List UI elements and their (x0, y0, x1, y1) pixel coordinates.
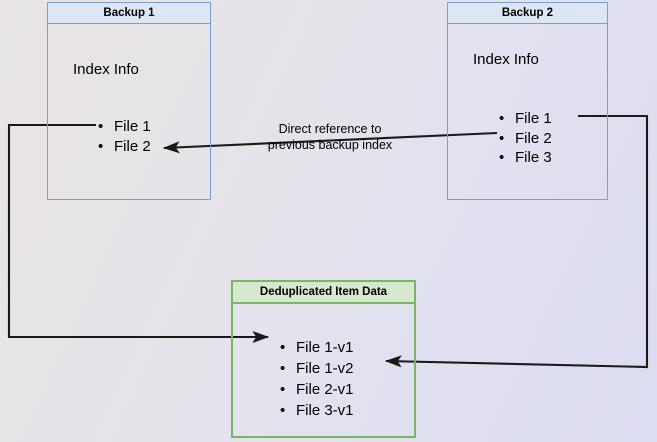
direct-reference-note-line2: previous backup index (267, 137, 393, 152)
list-item[interactable]: File 2 (98, 137, 151, 157)
list-item[interactable]: File 1-v1 (280, 337, 354, 358)
deduplicated-item-list: File 1-v1 File 1-v2 File 2-v1 File 3-v1 (280, 337, 354, 421)
backup-1-file-list: File 1 File 2 (98, 117, 151, 156)
deduplicated-item-data-header: Deduplicated Item Data (233, 282, 414, 304)
list-item[interactable]: File 2-v1 (280, 379, 354, 400)
list-item[interactable]: File 3-v1 (280, 400, 354, 421)
list-item[interactable]: File 3 (499, 148, 552, 168)
backup-1-box[interactable]: Backup 1 Index Info File 1 File 2 (47, 2, 211, 200)
backup-2-box[interactable]: Backup 2 Index Info File 1 File 2 File 3 (447, 2, 608, 200)
backup-2-header: Backup 2 (448, 3, 607, 24)
list-item[interactable]: File 2 (499, 129, 552, 149)
backup-2-file-list: File 1 File 2 File 3 (499, 109, 552, 168)
list-item[interactable]: File 1-v2 (280, 358, 354, 379)
backup-2-index-label: Index Info (473, 51, 539, 68)
backup-1-index-label: Index Info (73, 61, 139, 78)
backup-1-header-label: Backup 1 (103, 7, 155, 19)
backup-1-header: Backup 1 (48, 3, 210, 24)
direct-reference-note: Direct reference to previous backup inde… (250, 122, 410, 153)
direct-reference-note-line1: Direct reference to (278, 122, 382, 136)
list-item[interactable]: File 1 (98, 117, 151, 137)
deduplicated-item-data-header-label: Deduplicated Item Data (259, 286, 388, 298)
backup-2-header-label: Backup 2 (501, 7, 554, 19)
list-item[interactable]: File 1 (499, 109, 552, 129)
deduplicated-item-data-box[interactable]: Deduplicated Item Data File 1-v1 File 1-… (231, 280, 416, 438)
